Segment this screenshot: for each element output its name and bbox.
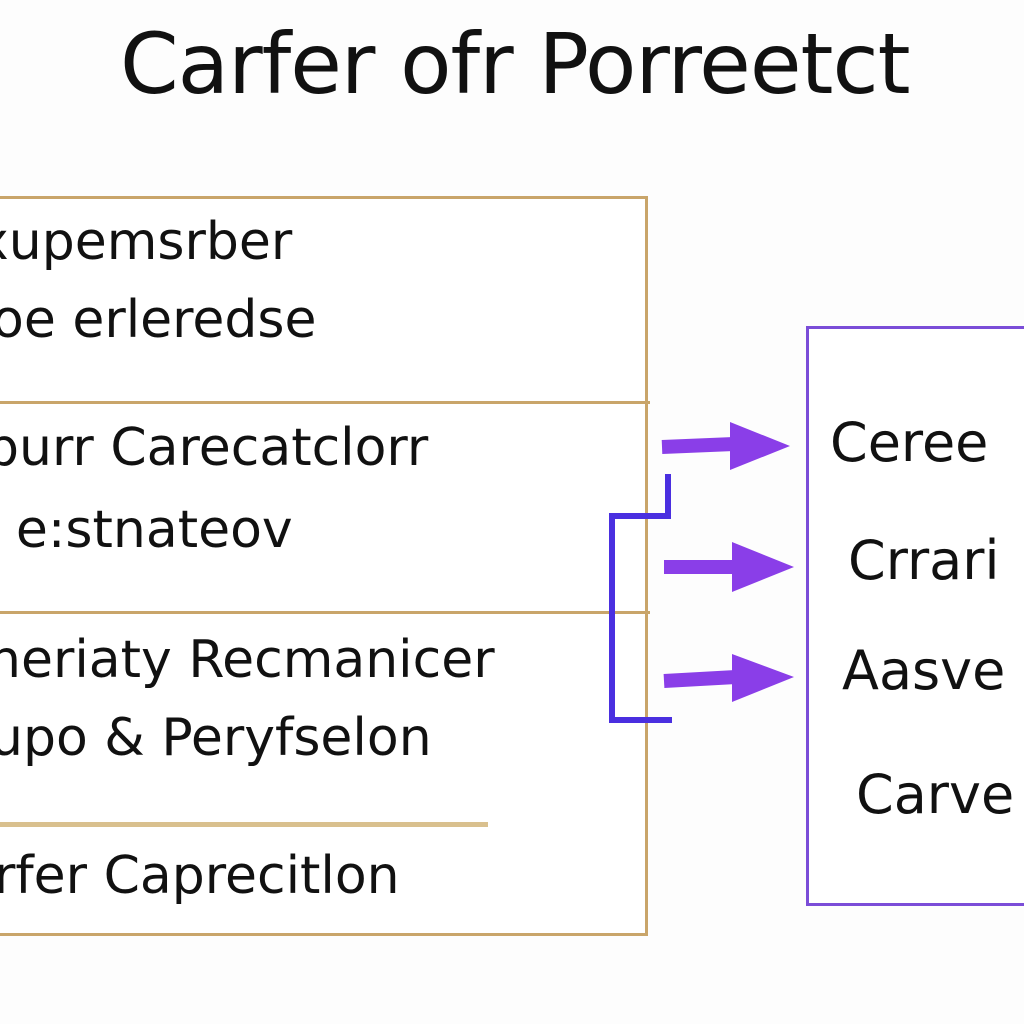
left-panel — [0, 196, 648, 936]
diagram-title: Carfer ofr Porreetct — [120, 16, 911, 112]
left-section-3-line-2: upo & Peryfselon — [0, 708, 432, 768]
left-section-3: neriaty Recmanicer upo & Peryfselon — [0, 614, 650, 824]
left-section-1: xupemsrber oe erleredse — [0, 198, 650, 404]
arrow-3 — [663, 654, 794, 702]
left-section-4: rfer Caprecitlon — [0, 824, 650, 934]
right-item-3: Aasve — [842, 639, 1006, 702]
left-section-3-line-1: neriaty Recmanicer — [0, 630, 495, 690]
right-item-2: Crrari — [848, 529, 1000, 592]
right-panel — [806, 326, 1024, 906]
arrow-2 — [664, 542, 794, 592]
left-section-2: purr Carecatclorr r e:stnateov — [0, 404, 650, 614]
left-section-1-line-2: oe erleredse — [0, 290, 317, 350]
left-section-4-line-1: rfer Caprecitlon — [0, 846, 400, 906]
arrow-1 — [661, 422, 790, 470]
left-section-2-line-1: purr Carecatclorr — [0, 418, 429, 478]
left-section-2-line-2: r e:stnateov — [0, 500, 293, 560]
section-divider — [0, 822, 488, 827]
right-item-1: Ceree — [830, 411, 989, 474]
right-item-4: Carve — [856, 763, 1015, 826]
left-section-1-line-1: xupemsrber — [0, 212, 293, 272]
